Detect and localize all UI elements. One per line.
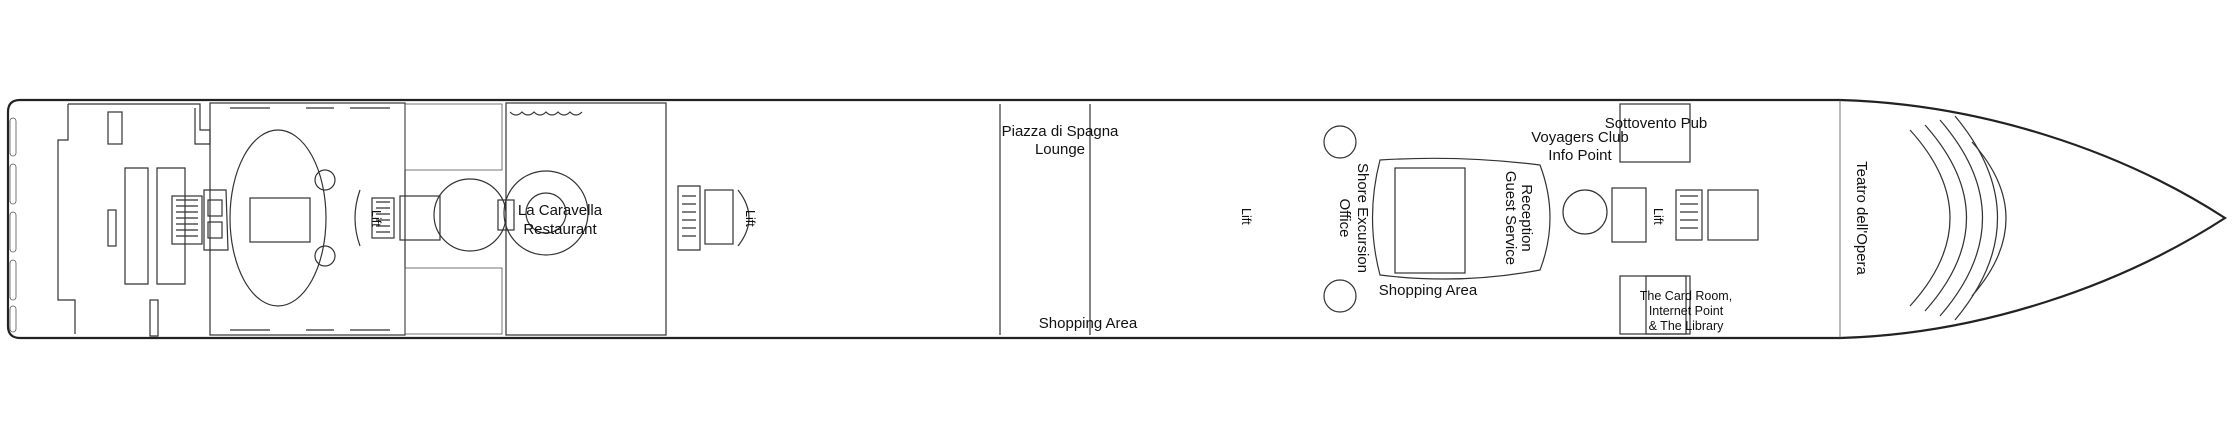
shore-excursion-office-label: Shore Excursion [1354, 163, 1371, 273]
piazza-di-spagna-lounge-area [503, 102, 667, 336]
teatro-dell-opera-area [1909, 115, 2007, 321]
reception-label: Reception [1518, 184, 1535, 252]
reception-area [999, 104, 1551, 335]
piazza-di-spagna-label-2: Lounge [1035, 141, 1085, 158]
library-label: & The Library [1649, 319, 1725, 333]
lift-forward [1562, 187, 1759, 243]
card-room-label: The Card Room, [1640, 289, 1732, 303]
info-point-label: Info Point [1548, 147, 1612, 164]
lift-aft [171, 189, 229, 251]
internet-point-label: Internet Point [1649, 304, 1724, 318]
ship-hull [6, 98, 2228, 340]
piazza-di-spagna-label: Piazza di Spagna [1002, 123, 1119, 140]
voyagers-club-label: Voyagers Club [1531, 129, 1629, 146]
lounge-seating [404, 103, 503, 335]
la-caravella-restaurant-area [209, 102, 406, 336]
sottovento-pub-area [1619, 103, 1691, 335]
lift-label-midship-aft: Lift [743, 210, 757, 227]
lift-label-midship: Lift [1239, 208, 1253, 225]
shopping-area-label-aft: Shopping Area [1039, 315, 1138, 332]
shore-excursion-office-label-2: Office [1336, 199, 1353, 238]
la-caravella-restaurant-label: La Caravella [518, 202, 603, 219]
sottovento-pub-label: Sottovento Pub [1605, 115, 1708, 132]
lift-label-forward: Lift [1651, 208, 1665, 225]
lift-midship [677, 185, 750, 251]
aft-service-area [57, 103, 211, 337]
lift-label-aft: Lift [369, 210, 383, 227]
la-caravella-restaurant-label-2: Restaurant [523, 221, 597, 238]
teatro-dell-opera-label: Teatro dell'Opera [1853, 161, 1870, 275]
guest-service-label: Guest Service [1502, 171, 1519, 265]
stern-windows [9, 117, 17, 333]
shopping-area-label-forward: Shopping Area [1379, 282, 1478, 299]
